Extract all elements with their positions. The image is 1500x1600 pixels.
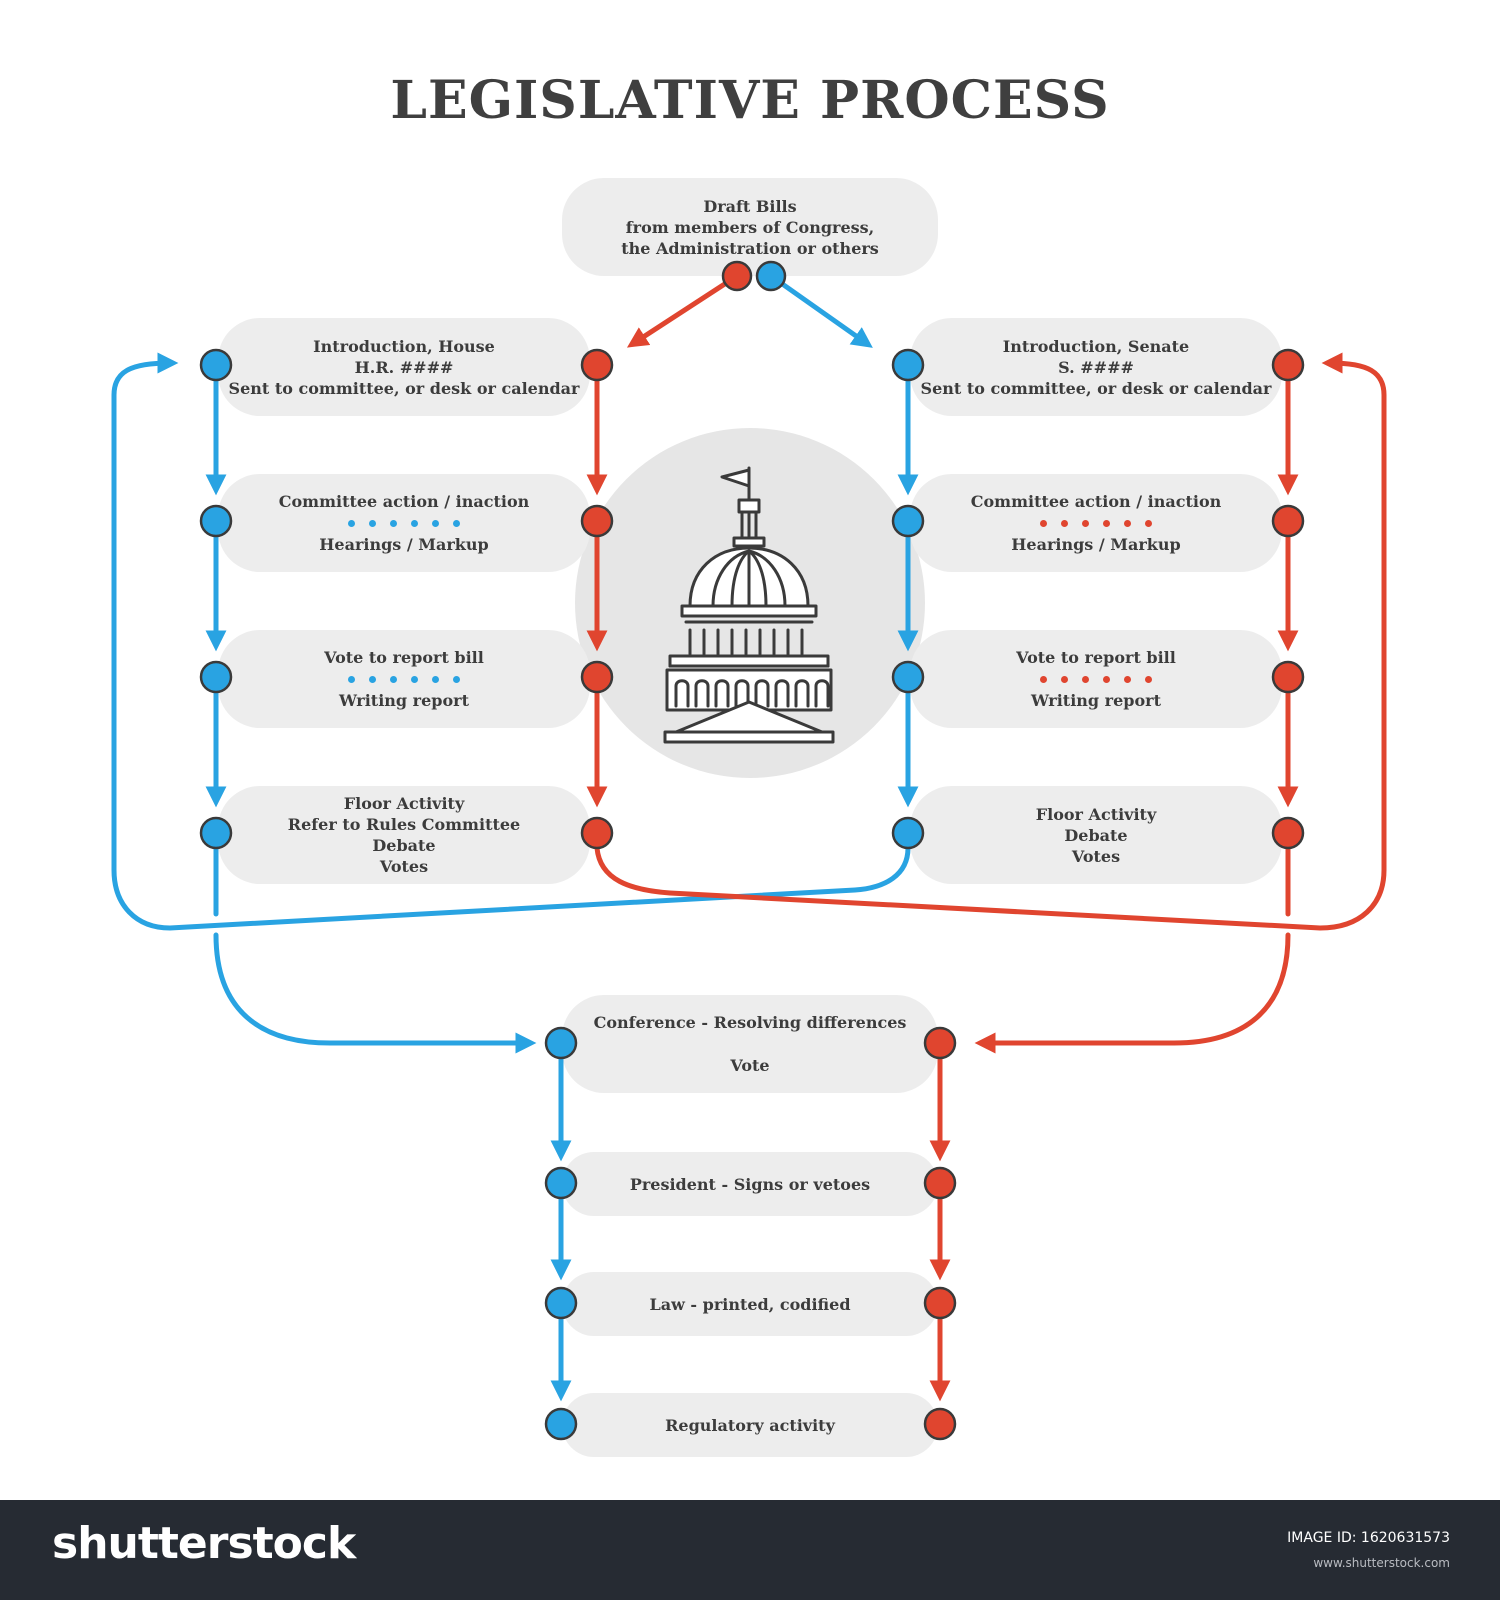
draft-line-2: from members of Congress, — [625, 217, 875, 237]
senate-floor-title: Floor Activity — [1035, 804, 1157, 824]
draft-line-3: the Administration or others — [621, 238, 879, 258]
senate-floor-box: Floor Activity Debate Votes — [910, 786, 1282, 884]
draft-bills-box: Draft Bills from members of Congress, th… — [562, 178, 938, 276]
senate-committee-sub: Hearings / Markup — [1011, 535, 1181, 554]
senate-intro-title: Introduction, Senate — [1002, 336, 1190, 356]
footer-bar: shutterstock IMAGE ID: 1620631573 www.sh… — [0, 1500, 1500, 1600]
house-committee-box: Committee action / inaction Hearings / M… — [218, 474, 590, 572]
senate-intro-detail: Sent to committee, or desk or calendar — [920, 378, 1272, 398]
image-id-label: IMAGE ID: 1620631573 — [1287, 1530, 1450, 1546]
house-floor-debate: Debate — [372, 836, 436, 855]
house-report-box: Vote to report bill Writing report — [218, 630, 590, 728]
house-intro-detail: Sent to committee, or desk or calendar — [228, 378, 580, 398]
house-report-title: Vote to report bill — [324, 648, 484, 667]
president-label: President - Signs or vetoes — [629, 1174, 871, 1194]
senate-report-dots — [1040, 672, 1152, 686]
senate-intro-code: S. #### — [1058, 357, 1134, 377]
site-link[interactable]: www.shutterstock.com — [1313, 1556, 1450, 1570]
senate-committee-title: Committee action / inaction — [970, 492, 1222, 511]
house-introduction-box: Introduction, House H.R. #### Sent to co… — [218, 318, 590, 416]
house-intro-title: Introduction, House — [313, 336, 495, 356]
draft-title: Draft Bills — [703, 196, 797, 216]
senate-report-title: Vote to report bill — [1016, 648, 1176, 667]
brand-logo[interactable]: shutterstock — [52, 1518, 356, 1569]
law-label: Law - printed, codified — [649, 1294, 851, 1314]
flow-lines — [111, 260, 1387, 1441]
house-committee-title: Committee action / inaction — [278, 492, 530, 511]
law-box: Law - printed, codified — [562, 1272, 938, 1336]
conference-vote: Vote — [730, 1056, 770, 1075]
house-floor-rules: Refer to Rules Committee — [287, 815, 521, 834]
senate-floor-debate: Debate — [1064, 825, 1128, 845]
diagram: LEGISLATIVE PROCESS Draft Bills from mem… — [111, 70, 1387, 1457]
president-box: President - Signs or vetoes — [562, 1152, 938, 1216]
senate-introduction-box: Introduction, Senate S. #### Sent to com… — [910, 318, 1282, 416]
house-floor-votes: Votes — [379, 857, 429, 876]
senate-report-sub: Writing report — [1031, 691, 1161, 710]
senate-floor-votes: Votes — [1071, 846, 1121, 866]
house-floor-box: Floor Activity Refer to Rules Committee … — [218, 786, 590, 884]
regulatory-box: Regulatory activity — [562, 1393, 938, 1457]
page-title: LEGISLATIVE PROCESS — [390, 70, 1110, 131]
conference-box: Conference - Resolving differences Vote — [562, 995, 938, 1093]
house-report-dots — [348, 672, 460, 686]
senate-committee-dots — [1040, 516, 1152, 530]
regulatory-label: Regulatory activity — [665, 1415, 835, 1435]
house-floor-title: Floor Activity — [343, 794, 465, 813]
house-intro-code: H.R. #### — [354, 357, 454, 377]
house-report-sub: Writing report — [339, 691, 469, 710]
house-committee-sub: Hearings / Markup — [319, 535, 489, 554]
senate-committee-box: Committee action / inaction Hearings / M… — [910, 474, 1282, 572]
senate-report-box: Vote to report bill Writing report — [910, 630, 1282, 728]
capitol-building-icon — [663, 466, 835, 744]
house-committee-dots — [348, 516, 460, 530]
conference-title: Conference - Resolving differences — [593, 1013, 907, 1032]
